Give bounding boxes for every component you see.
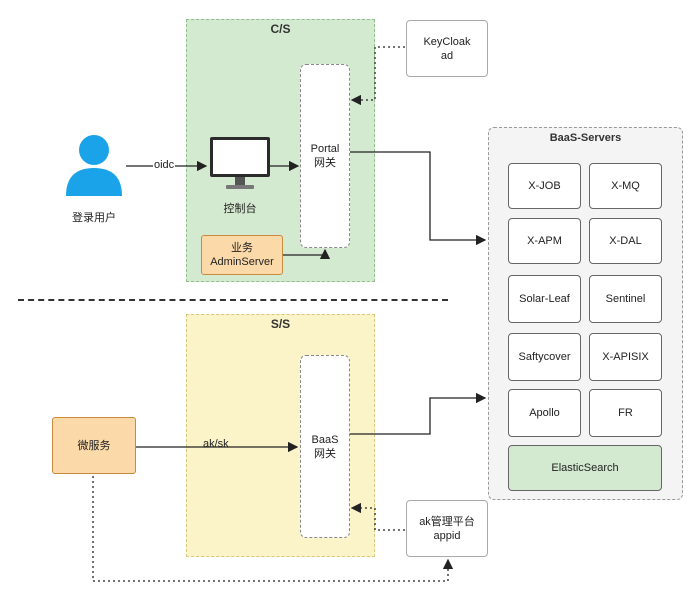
admin-server-line1: 业务: [231, 242, 253, 254]
admin-server-line2: AdminServer: [210, 256, 274, 268]
microservice-box: 微服务: [52, 417, 136, 474]
baas-gateway-line2: 网关: [314, 447, 336, 460]
ak-platform-line1: ak管理平台: [419, 515, 475, 528]
baas-gateway: BaaS 网关: [300, 355, 350, 538]
admin-server-box: 业务 AdminServer: [201, 235, 283, 275]
service-box: FR: [589, 389, 662, 437]
ss-zone-title: S/S: [270, 317, 291, 331]
baas-gateway-line1: BaaS: [311, 433, 339, 446]
edge-micro-akplatform: [92, 476, 454, 582]
keycloak-line2: ad: [440, 49, 454, 62]
cs-zone-title: C/S: [270, 22, 291, 36]
keycloak-line1: KeyCloak: [423, 35, 471, 48]
portal-gateway-line1: Portal: [310, 143, 340, 155]
service-box: X-APISIX: [589, 333, 662, 381]
console-node: 控制台: [208, 135, 272, 215]
section-divider: [18, 299, 448, 301]
microservice-label: 微服务: [77, 439, 111, 452]
edge-akplatform-baasgw: [350, 502, 405, 531]
ak-platform-box: ak管理平台 appid: [406, 500, 488, 557]
edge-admin-portal: [283, 248, 331, 260]
ak-platform-line2: appid: [433, 529, 461, 542]
monitor-icon: [210, 137, 270, 189]
user-node: 登录用户: [58, 132, 130, 224]
portal-gateway-line2: 网关: [314, 157, 336, 169]
service-box: Solar-Leaf: [508, 275, 581, 323]
service-box-wide: ElasticSearch: [508, 445, 662, 491]
service-box: Saftycover: [508, 333, 581, 381]
service-box: Apollo: [508, 389, 581, 437]
user-icon: [66, 135, 122, 196]
oidc-label: oidc: [153, 159, 176, 171]
service-box: X-MQ: [589, 163, 662, 209]
portal-gateway: Portal 网关: [300, 64, 350, 248]
baas-servers-title: BaaS-Servers: [549, 132, 622, 144]
edge-portal-baas: [350, 151, 487, 246]
keycloak-box: KeyCloak ad: [406, 20, 488, 77]
edge-baasgw-servers: [350, 392, 487, 435]
service-box: Sentinel: [589, 275, 662, 323]
aksk-label: ak/sk: [203, 438, 229, 450]
service-box: X-DAL: [589, 218, 662, 264]
console-label: 控制台: [223, 203, 257, 215]
service-box: X-JOB: [508, 163, 581, 209]
user-label: 登录用户: [72, 212, 116, 224]
edge-keycloak-portal: [350, 46, 405, 106]
service-box: X-APM: [508, 218, 581, 264]
